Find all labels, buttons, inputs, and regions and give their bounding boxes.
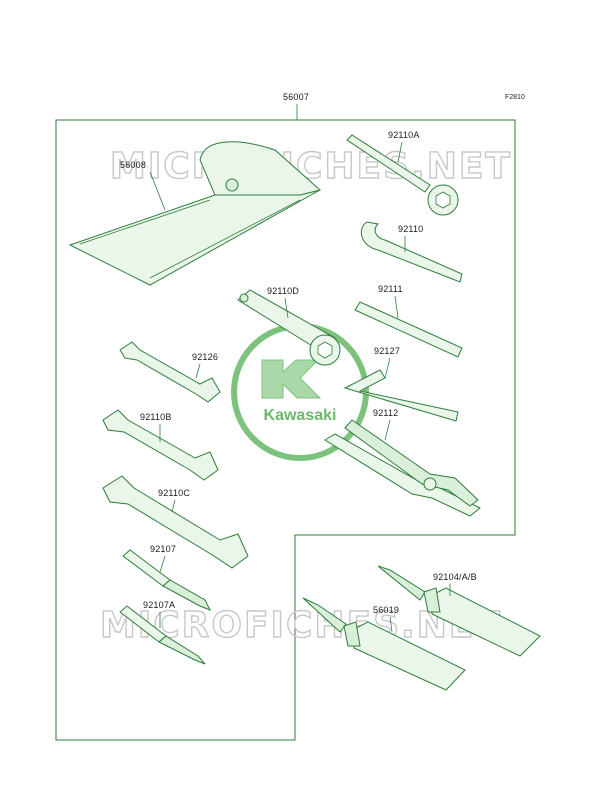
grease-tube-92104 bbox=[377, 565, 541, 657]
leader-92111 bbox=[394, 295, 399, 319]
leader-56019 bbox=[389, 616, 393, 633]
kawasaki-logo: Kawasaki bbox=[231, 323, 369, 461]
label-56008: 56008 bbox=[120, 160, 146, 170]
leader-56008 bbox=[149, 171, 166, 211]
label-92104-A-B: 92104/A/B bbox=[433, 572, 477, 582]
grease-tube-56019 bbox=[302, 597, 466, 691]
leader-92112 bbox=[384, 419, 391, 441]
pliers-92112 bbox=[324, 419, 481, 517]
label-92112: 92112 bbox=[373, 408, 398, 418]
handle-bar-92111 bbox=[354, 301, 463, 358]
screwdriver-92107A bbox=[119, 605, 206, 665]
socket-92110D bbox=[237, 289, 341, 366]
kit-frame bbox=[55, 119, 516, 741]
tool-bag bbox=[68, 141, 322, 286]
wrench-92110B bbox=[102, 409, 219, 481]
label-92107: 92107 bbox=[150, 544, 176, 554]
leader-92107 bbox=[159, 555, 166, 573]
label-56019: 56019 bbox=[373, 605, 399, 615]
leader-92127 bbox=[384, 357, 391, 379]
logo-text: Kawasaki bbox=[264, 407, 337, 424]
label-92110C: 92110C bbox=[158, 488, 190, 498]
hex-key-92127 bbox=[343, 369, 459, 422]
watermark-top: MICROFICHES.NET bbox=[110, 146, 512, 187]
figure-ref: F2810 bbox=[505, 94, 525, 101]
label-92127: 92127 bbox=[374, 346, 400, 356]
leader-92110D bbox=[284, 297, 289, 319]
hook-spanner-92110 bbox=[360, 221, 463, 283]
leader-92110A bbox=[397, 141, 403, 163]
label-92126: 92126 bbox=[192, 352, 218, 362]
label-92110D: 92110D bbox=[267, 286, 299, 296]
label-56007: 56007 bbox=[283, 92, 309, 102]
label-92110B: 92110B bbox=[140, 412, 172, 422]
leader-92126 bbox=[195, 363, 201, 379]
label-92111: 92111 bbox=[378, 284, 403, 294]
screwdriver-92107 bbox=[122, 549, 212, 611]
label-92107A: 92107A bbox=[143, 600, 175, 610]
leader-92110C bbox=[171, 499, 176, 513]
label-92110A: 92110A bbox=[388, 130, 420, 140]
label-92110: 92110 bbox=[398, 224, 423, 234]
wrench-92126 bbox=[119, 341, 221, 403]
box-wrench-92110A bbox=[346, 134, 459, 216]
wrench-92110C bbox=[102, 475, 249, 569]
